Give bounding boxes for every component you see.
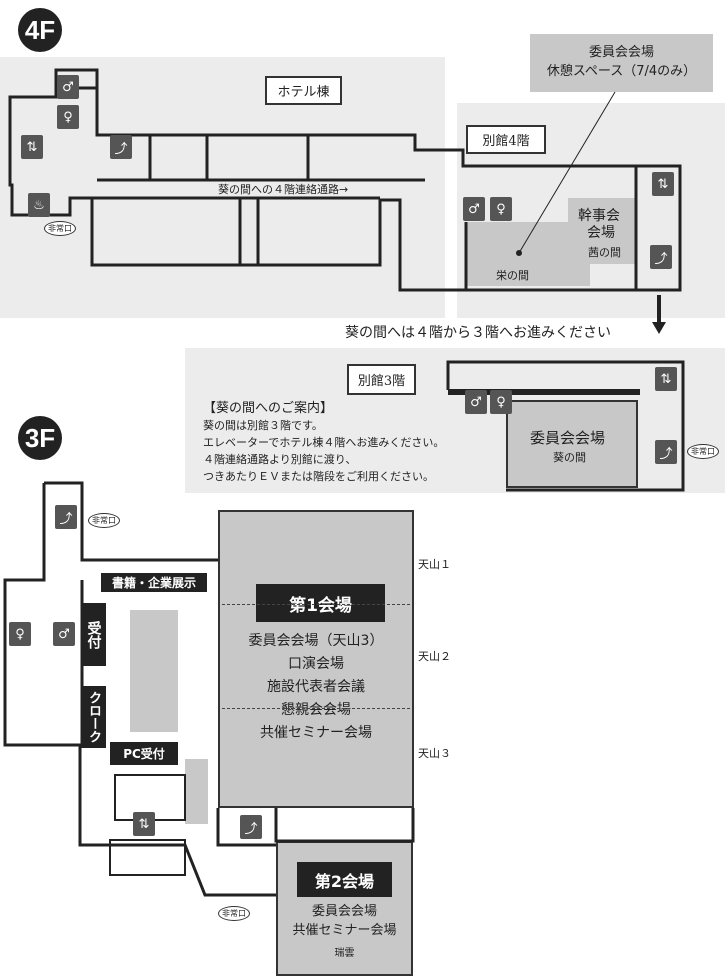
- stairs-icon: ⤴: [655, 440, 677, 464]
- restroom-women-icon: ♀: [490, 390, 512, 414]
- floor-3f-badge: 3F: [18, 416, 62, 460]
- hall1-line: 施設代表者会議: [267, 679, 365, 695]
- tenzan-2-label: 天山２: [418, 650, 451, 663]
- smoking-icon: ♨: [28, 193, 50, 217]
- kanji-label-2: 会場: [587, 225, 615, 241]
- restroom-women-icon: ♀: [490, 197, 512, 221]
- stairs-icon: ⤴: [110, 135, 132, 159]
- restroom-women-icon: ♀: [57, 105, 79, 129]
- tenzan-1-label: 天山１: [418, 558, 451, 571]
- guide-title: 【葵の間へのご案内】: [203, 401, 334, 416]
- callout-line1: 委員会会場: [588, 45, 654, 60]
- floor-4f-badge: 4F: [18, 8, 62, 52]
- aoi-room-title: 委員会会場: [530, 429, 606, 447]
- restroom-men-icon: ♂: [465, 390, 487, 414]
- hall1-divider: [222, 708, 410, 709]
- annex-4f-label: 別館4階: [466, 125, 546, 154]
- stairs-icon: ⤴: [650, 245, 672, 269]
- floor-3f-badge-text: 3F: [24, 422, 56, 453]
- tenzan-3-label: 天山３: [418, 747, 451, 760]
- aoi-room-name: 葵の間: [553, 451, 586, 464]
- emergency-exit-4f: 非常口: [44, 221, 76, 236]
- elevator-icon: ⇅: [652, 172, 674, 196]
- hall1-divider: [222, 604, 410, 605]
- stairs-icon: ⤴: [55, 505, 77, 529]
- callout-line2: 休憩スペース（7/4のみ）: [546, 64, 697, 79]
- stairs-icon: ⤴: [240, 815, 262, 839]
- hall1-lines: 委員会会場（天山3） 口演会場 施設代表者会議 懇親会会場 共催セミナー会場: [218, 630, 414, 745]
- annex-3f-label: 別館3階: [347, 364, 416, 395]
- hall2-lines: 委員会会場 共催セミナー会場 瑞雲: [276, 902, 413, 963]
- restroom-men-icon: ♂: [463, 197, 485, 221]
- direction-note: 葵の間へは４階から３階へお進みください: [345, 325, 611, 341]
- aoi-guide: 【葵の間へのご案内】 葵の間は別館３階です。 エレベーターでホテル棟４階へお進み…: [203, 400, 444, 485]
- aoi-room[interactable]: [506, 400, 638, 488]
- book-exhibit-label: 書籍・企業展示: [101, 573, 207, 592]
- pc-reception-label: PC受付: [110, 742, 178, 765]
- akane-label: 茜の間: [588, 246, 621, 259]
- emergency-exit-annex3: 非常口: [687, 444, 719, 459]
- hall1-room[interactable]: [218, 510, 414, 808]
- restroom-women-icon: ♀: [9, 622, 31, 646]
- hall2-line: 委員会会場: [311, 904, 377, 919]
- kanji-label-1: 幹事会: [578, 208, 620, 224]
- hall1-title: 第1会場: [256, 584, 385, 622]
- hall2-title: 第2会場: [297, 862, 392, 897]
- hotel-label: ホテル棟: [265, 76, 342, 105]
- pc-reception-area[interactable]: [185, 759, 208, 824]
- elevator-icon: ⇅: [655, 367, 677, 391]
- emergency-exit-3f-top: 非常口: [88, 513, 120, 528]
- emergency-exit-3f-bottom: 非常口: [218, 906, 250, 921]
- sakae-label: 栄の間: [496, 269, 529, 282]
- book-exhibit-area[interactable]: [130, 610, 178, 732]
- restroom-men-icon: ♂: [57, 75, 79, 99]
- rest-space-callout: 委員会会場 休憩スペース（7/4のみ）: [530, 34, 713, 92]
- hall1-line: 口演会場: [288, 656, 344, 672]
- guide-line: 葵の間は別館３階です。: [203, 419, 323, 432]
- elevator-icon: ⇅: [21, 135, 43, 159]
- corridor-label: 葵の間への４階連絡通路→: [218, 183, 349, 196]
- guide-line: つきあたりＥＶまたは階段をご利用ください。: [203, 470, 434, 483]
- hall1-line: 共催セミナー会場: [260, 725, 372, 741]
- guide-line: ４階連絡通路より別館に渡り、: [203, 453, 357, 466]
- down-arrow-icon: [657, 295, 661, 323]
- floor-4f-badge-text: 4F: [24, 14, 56, 45]
- hall2-name: 瑞雲: [334, 948, 355, 959]
- hall1-line: 懇親会会場: [281, 702, 351, 718]
- hall1-line: 委員会会場（天山3）: [248, 633, 384, 649]
- elevator-icon: ⇅: [133, 812, 155, 836]
- hotel-4f-zone: [0, 57, 445, 318]
- down-arrowhead-icon: [652, 322, 666, 334]
- restroom-men-icon: ♂: [53, 622, 75, 646]
- hall2-line: 共催セミナー会場: [292, 923, 397, 938]
- guide-line: エレベーターでホテル棟４階へお進みください。: [203, 436, 445, 449]
- reception-label: 受付: [81, 603, 106, 666]
- cloak-label: クローク: [81, 686, 106, 748]
